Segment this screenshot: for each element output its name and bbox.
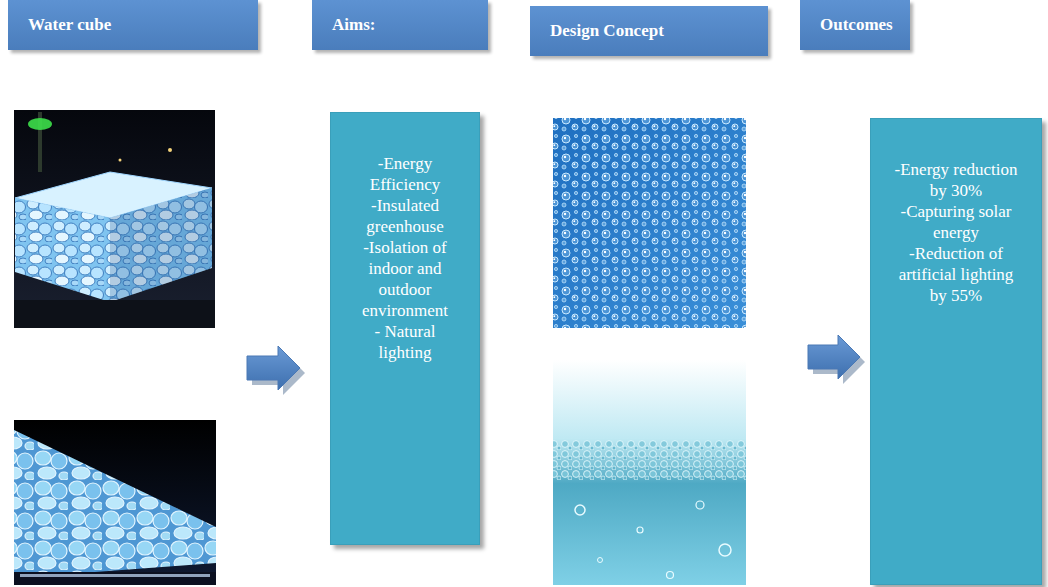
block-arrow <box>247 346 305 395</box>
column-header: Aims: <box>312 0 488 50</box>
water-bubbles-photo <box>553 360 746 585</box>
aims-box: -Energy Efficiency-Insulated greenhouse-… <box>330 112 480 545</box>
column-header: Design Concept <box>530 6 768 56</box>
bullet-text: -Capturing solar energy <box>893 201 1019 243</box>
water-droplets-photo <box>553 118 746 328</box>
header-text: Water cube <box>28 15 246 35</box>
column-header: Outcomes <box>800 0 910 50</box>
header-text: Aims: <box>332 15 476 35</box>
cube-facade-photo <box>14 420 216 585</box>
bullet-text: -Insulated greenhouse <box>347 195 463 237</box>
bullet-text: - Natural lighting <box>347 321 463 363</box>
cube-night-photo <box>14 110 215 328</box>
block-arrow <box>808 335 865 384</box>
bullet-text: -Reduction of artificial lighting by 55% <box>893 243 1019 306</box>
outcomes-box: -Energy reduction by 30%-Capturing solar… <box>870 118 1042 585</box>
header-text: Design Concept <box>550 21 756 41</box>
bullet-text: -Energy reduction by 30% <box>893 159 1019 201</box>
bullet-text: -Energy Efficiency <box>347 153 463 195</box>
header-text: Outcomes <box>820 15 898 35</box>
column-header: Water cube <box>8 0 258 50</box>
bullet-text: -Isolation of indoor and outdoor environ… <box>347 237 463 321</box>
